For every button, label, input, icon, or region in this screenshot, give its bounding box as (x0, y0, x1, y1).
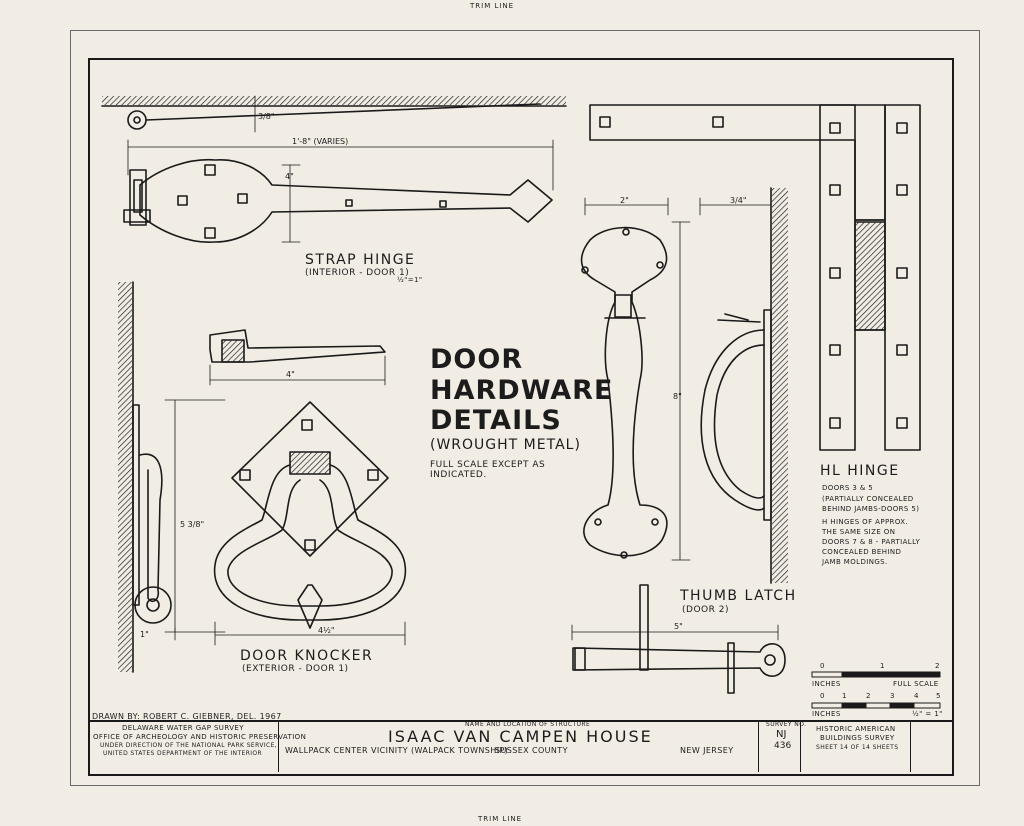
scale1-tick-0: 0 (820, 662, 825, 670)
hl-hinge-note-2: BEHIND JAMBS-DOORS 5) (822, 505, 920, 513)
scale2-unit: INCHES (812, 710, 841, 718)
thumb-latch-dim: 5" (674, 622, 683, 631)
thumb-latch-handle-front (580, 197, 691, 561)
scale2-tick-2: 2 (866, 692, 871, 700)
scale2-tick-0: 0 (820, 692, 825, 700)
scale1-tick-1: 1 (880, 662, 885, 670)
scale1-scale: FULL SCALE (893, 680, 939, 688)
thumb-latch-bar (571, 584, 786, 694)
trim-frame (70, 30, 980, 786)
door-knocker-sub: (EXTERIOR - DOOR 1) (242, 664, 349, 674)
knocker-side-view (118, 281, 226, 673)
hl-hinge-note-4: THE SAME SIZE ON (822, 528, 896, 536)
org-line-3: UNDER DIRECTION OF THE NATIONAL PARK SER… (100, 742, 278, 749)
structure-state: NEW JERSEY (680, 746, 734, 755)
structure-location: WALLPACK CENTER VICINITY (WALPACK TOWNSH… (285, 746, 509, 755)
drawn-by: DRAWN BY: ROBERT C. GIEBNER, DEL. 1967 (92, 712, 282, 721)
org-line-4: UNITED STATES DEPARTMENT OF THE INTERIOR (103, 750, 263, 757)
hl-hinge-label: HL HINGE (820, 463, 900, 479)
scale2-tick-4: 4 (914, 692, 919, 700)
strap-hinge-label: STRAP HINGE (305, 252, 416, 268)
org-line-2: OFFICE OF ARCHEOLOGY AND HISTORIC PRESER… (93, 733, 307, 741)
hl-hinge-note-7: JAMB MOLDINGS. (822, 558, 888, 566)
hl-hinge-note-5: DOORS 7 & 8 - PARTIALLY (822, 538, 921, 546)
handle-depth-dim: 3/4" (730, 196, 747, 205)
structure-county: SUSSEX COUNTY (495, 746, 568, 755)
knocker-front-view (213, 401, 407, 646)
strap-hinge-scale: ½"=1" (397, 276, 423, 284)
hl-hinge (589, 104, 921, 451)
scale2-tick-3: 3 (890, 692, 895, 700)
hl-hinge-note-0: DOORS 3 & 5 (822, 484, 874, 492)
survey-state: NJ (776, 729, 787, 740)
door-knocker-side-dim: 1" (140, 630, 149, 639)
thumb-latch-side-view (699, 187, 788, 584)
survey-number: 436 (774, 741, 792, 751)
sheet-number: SHEET 14 OF 14 SHEETS (816, 744, 899, 751)
scale2-tick-5: 5 (936, 692, 941, 700)
scale1-unit: INCHES (812, 680, 841, 688)
door-knocker-width-dim: 4½" (318, 626, 335, 635)
pull-handle (209, 329, 386, 386)
scale-bars (811, 671, 941, 709)
title-material: (WROUGHT METAL) (430, 437, 581, 453)
scale2-scale: ½" = 1" (912, 710, 943, 718)
trim-line-bottom: TRIM LINE (478, 815, 523, 823)
title-line-3: DETAILS (430, 405, 562, 436)
hl-hinge-note-6: CONCEALED BEHIND (822, 548, 902, 556)
door-knocker-label: DOOR KNOCKER (240, 648, 374, 664)
strap-hinge-sub: (INTERIOR - DOOR 1) (305, 268, 410, 278)
title-line-1: DOOR (430, 344, 524, 375)
thumb-latch-sub: (DOOR 2) (682, 605, 729, 615)
thumb-latch-label: THUMB LATCH (680, 588, 797, 604)
name-caption: NAME AND LOCATION OF STRUCTURE (465, 721, 591, 728)
scale1-tick-2: 2 (935, 662, 940, 670)
survey-caption: SURVEY NO. (766, 721, 807, 728)
handle-height-dim: 8" (673, 392, 682, 401)
habs-line-2: BUILDINGS SURVEY (820, 734, 895, 742)
door-knocker-height-dim: 5 3/8" (180, 520, 205, 529)
strap-hinge-dimensions (127, 95, 554, 243)
title-note-1: FULL SCALE EXCEPT AS (430, 460, 546, 470)
trim-line-top: TRIM LINE (470, 2, 515, 10)
strap-hinge-front-view (123, 158, 553, 243)
org-line-1: DELAWARE WATER GAP SURVEY (122, 724, 244, 732)
structure-name: ISAAC VAN CAMPEN HOUSE (388, 727, 653, 746)
habs-line-1: HISTORIC AMERICAN (816, 725, 896, 733)
handle-width-dim: 2" (620, 196, 629, 205)
drawing-border (88, 58, 954, 776)
scale2-tick-1: 1 (842, 692, 847, 700)
strap-hinge-height-dim: 4" (285, 172, 294, 181)
hl-hinge-note-1: (PARTIALLY CONCEALED (822, 495, 914, 503)
strap-hinge-length-dim: 1'-8" (VARIES) (292, 137, 349, 146)
title-block (88, 720, 952, 772)
pull-dim: 4" (286, 370, 295, 379)
strap-hinge-top-view (101, 96, 567, 130)
title-note-2: INDICATED. (430, 470, 487, 480)
strap-hinge-top-dim: 3/8" (258, 112, 275, 121)
title-line-2: HARDWARE (430, 375, 614, 406)
hl-hinge-note-3: H HINGES OF APPROX. (822, 518, 909, 526)
